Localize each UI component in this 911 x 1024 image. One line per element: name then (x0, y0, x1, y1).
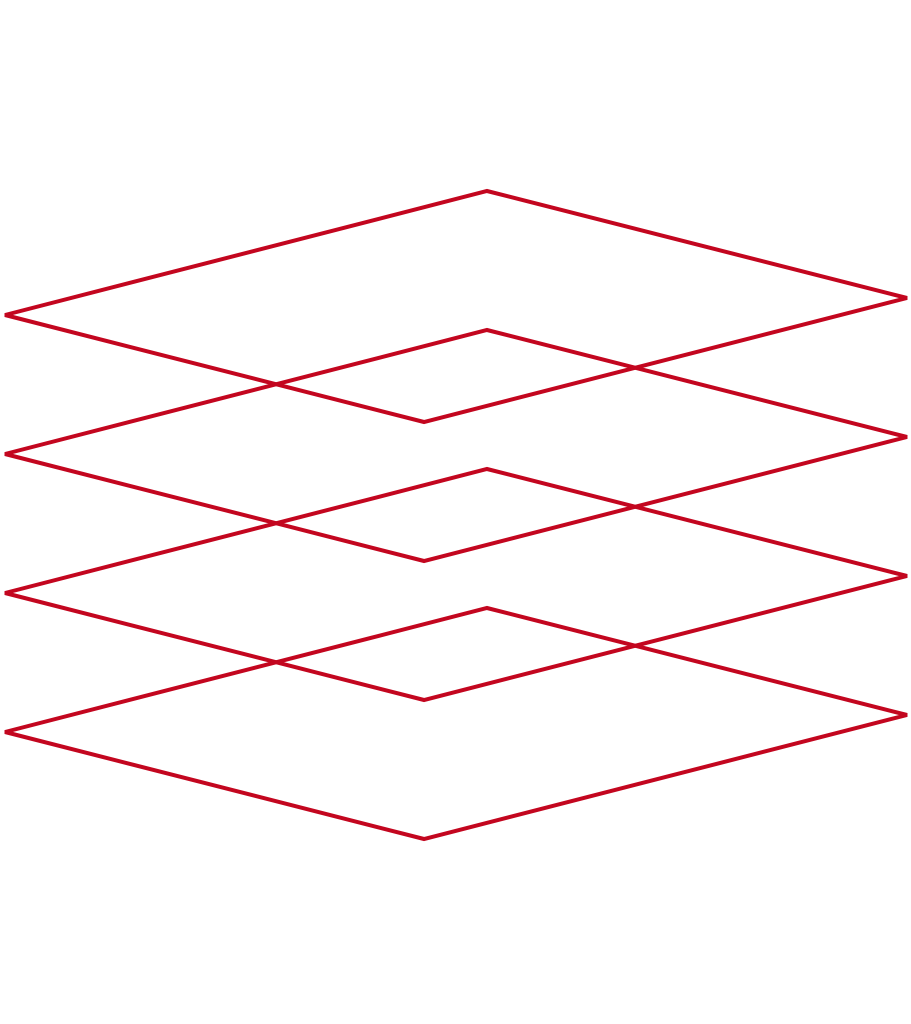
layer-diamond-4 (4, 605, 908, 842)
layer-diamond-1 (4, 188, 908, 425)
layer-diamond-3 (4, 466, 908, 703)
layer-diamond-2 (4, 327, 908, 564)
